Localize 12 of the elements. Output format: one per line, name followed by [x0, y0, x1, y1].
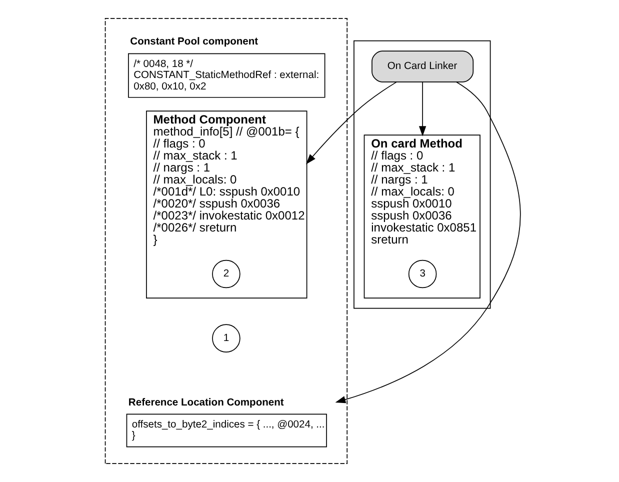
node-box: /* 0048, 18 */ CONSTANT_StaticMethodRef : external: 0x80, 0x10, 0x2 [128, 53, 326, 98]
node-circle: 2 [212, 260, 240, 288]
node-box: offsets_to_byte2_indices = { ..., @0024, ... } [126, 414, 327, 448]
arrow [335, 82, 521, 404]
arrow [306, 82, 397, 164]
node-circle: 3 [408, 260, 437, 288]
node-box: On Card Linker [372, 50, 474, 82]
node-label: Reference Location Component [128, 397, 284, 408]
arrow [418, 82, 426, 136]
node-circle: 1 [212, 324, 240, 352]
node-label: Constant Pool component [130, 36, 258, 48]
cluster [354, 40, 491, 309]
